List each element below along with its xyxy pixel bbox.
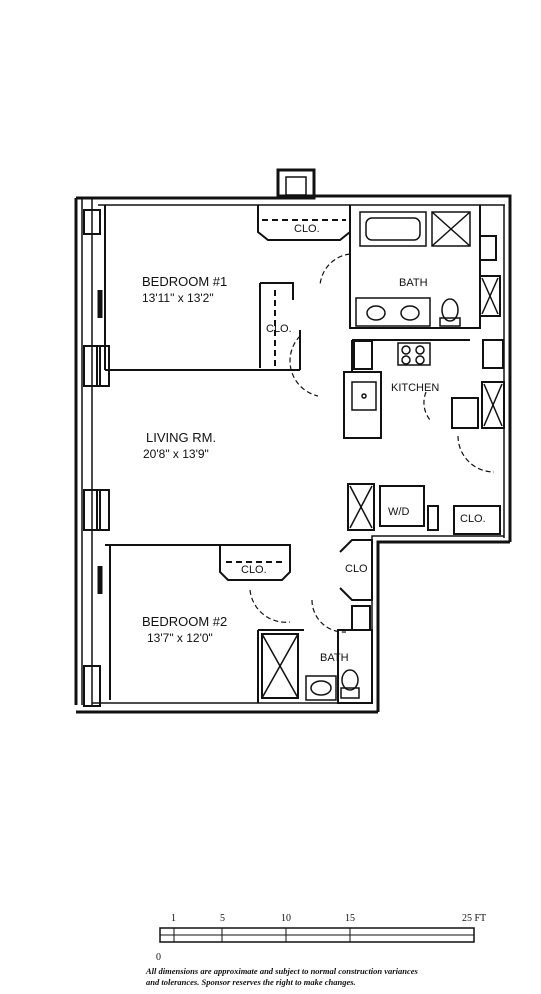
scale-tick-15: 15: [345, 913, 355, 924]
closet-bed2-label: CLO.: [241, 564, 267, 576]
scale-tick-5: 5: [220, 913, 225, 924]
living-dims: 20'8" x 13'9": [143, 447, 209, 461]
bedroom2-name: BEDROOM #2: [142, 614, 227, 629]
bath2-name: BATH: [320, 652, 349, 664]
room-labels: BEDROOM #1 13'11" x 13'2" LIVING RM. 20'…: [142, 223, 486, 664]
shaft: [276, 168, 316, 200]
scale-tick-25: 25 FT: [462, 913, 486, 924]
living-name: LIVING RM.: [146, 430, 216, 445]
interior-walls: [104, 205, 505, 704]
disclaimer-line-2: and tolerances. Sponsor reserves the rig…: [146, 977, 356, 987]
door-swings: [249, 253, 495, 633]
disclaimer-line-1: All dimensions are approximate and subje…: [146, 966, 418, 976]
facade-columns: [83, 209, 110, 707]
scale-bar: 0 1 5 10 15 25 FT: [156, 913, 486, 963]
closet-bed1-label: CLO.: [266, 323, 292, 335]
fixtures: [261, 211, 503, 701]
scale-tick-10: 10: [281, 913, 291, 924]
disclaimer: All dimensions are approximate and subje…: [146, 966, 536, 988]
scale-tick-0: 0: [156, 952, 161, 963]
kitchen-name: KITCHEN: [391, 382, 439, 394]
closet-top-label: CLO.: [294, 223, 320, 235]
bedroom1-dims: 13'11" x 13'2": [142, 291, 214, 305]
exterior-walls: [74, 194, 512, 714]
closet-hall-label: CLO: [345, 563, 368, 575]
bedroom1-name: BEDROOM #1: [142, 274, 227, 289]
bedroom2-dims: 13'7" x 12'0": [147, 631, 213, 645]
scale-tick-1: 1: [171, 913, 176, 924]
wd-name: W/D: [388, 506, 409, 518]
bath1-name: BATH: [399, 277, 428, 289]
closet-entry-label: CLO.: [460, 513, 486, 525]
